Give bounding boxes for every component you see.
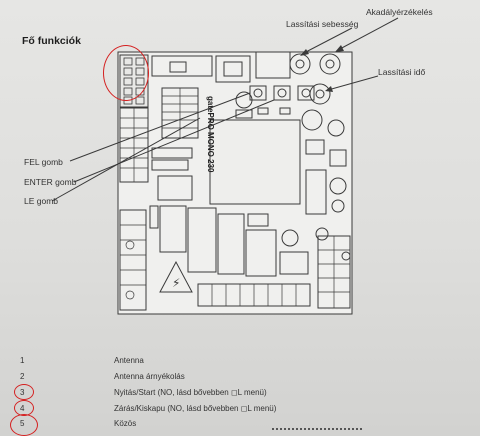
svg-text:⚡: ⚡	[172, 276, 180, 290]
legend-text: Antenna árnyékolás	[114, 372, 185, 381]
legend-text: Nyitás/Start (NO, lásd bővebben ◻L menü)	[114, 388, 267, 397]
red-circle-legend-3	[14, 384, 34, 400]
legend-row-2: 2 Antenna árnyékolás	[0, 372, 480, 384]
legend-number: 3	[20, 388, 25, 397]
red-circle-top-terminal	[103, 45, 149, 101]
callout-lassitasi-sebesseg: Lassítási sebesség	[286, 19, 359, 29]
leader-time	[327, 75, 379, 91]
board-brand-label: gatePRO MONO 230	[206, 96, 215, 173]
button-enter	[273, 85, 291, 101]
legend-row-5: 5 Közös	[0, 419, 480, 431]
legend-row-4: 4 Zárás/Kiskapu (NO, lásd bővebben ◻L me…	[0, 404, 480, 416]
main-square-module	[209, 119, 301, 205]
callout-lassitasi-ido: Lassítási idő	[378, 67, 426, 77]
leader-enter	[73, 99, 275, 183]
leader-fel	[69, 92, 251, 162]
legend-number: 2	[20, 372, 25, 381]
legend-number: 1	[20, 356, 25, 365]
legend-text: Zárás/Kiskapu (NO, lásd bővebben ◻L menü…	[114, 404, 277, 413]
legend-row-3: 3 Nyitás/Start (NO, lásd bővebben ◻L men…	[0, 388, 480, 400]
leader-obstacle	[337, 17, 399, 51]
callout-enter-gomb: ENTER gomb	[24, 177, 77, 187]
page-heading: Fő funkciók	[22, 35, 81, 47]
callout-fel-gomb: FEL gomb	[24, 157, 63, 167]
legend-row-1: 1 Antenna	[0, 356, 480, 368]
callout-akadalyerzekeles: Akadályérzékelés	[366, 7, 433, 17]
leader-speed	[301, 27, 353, 55]
legend-text: Közös	[114, 419, 137, 428]
pot-obstacle	[319, 53, 341, 75]
button-le	[297, 85, 315, 101]
pot-speed	[289, 53, 311, 75]
legend-number: 5	[20, 419, 25, 428]
warning-triangle	[159, 260, 193, 293]
relay-block-2	[217, 213, 245, 275]
leader-le	[51, 117, 201, 202]
callout-le-gomb: LE gomb	[24, 196, 59, 206]
relay-block-1	[187, 207, 217, 273]
legend-text: Antenna	[114, 356, 144, 365]
footer-dotted-line	[272, 428, 362, 434]
legend-number: 4	[20, 404, 25, 413]
terminal-strip-bottom-left	[119, 209, 147, 311]
